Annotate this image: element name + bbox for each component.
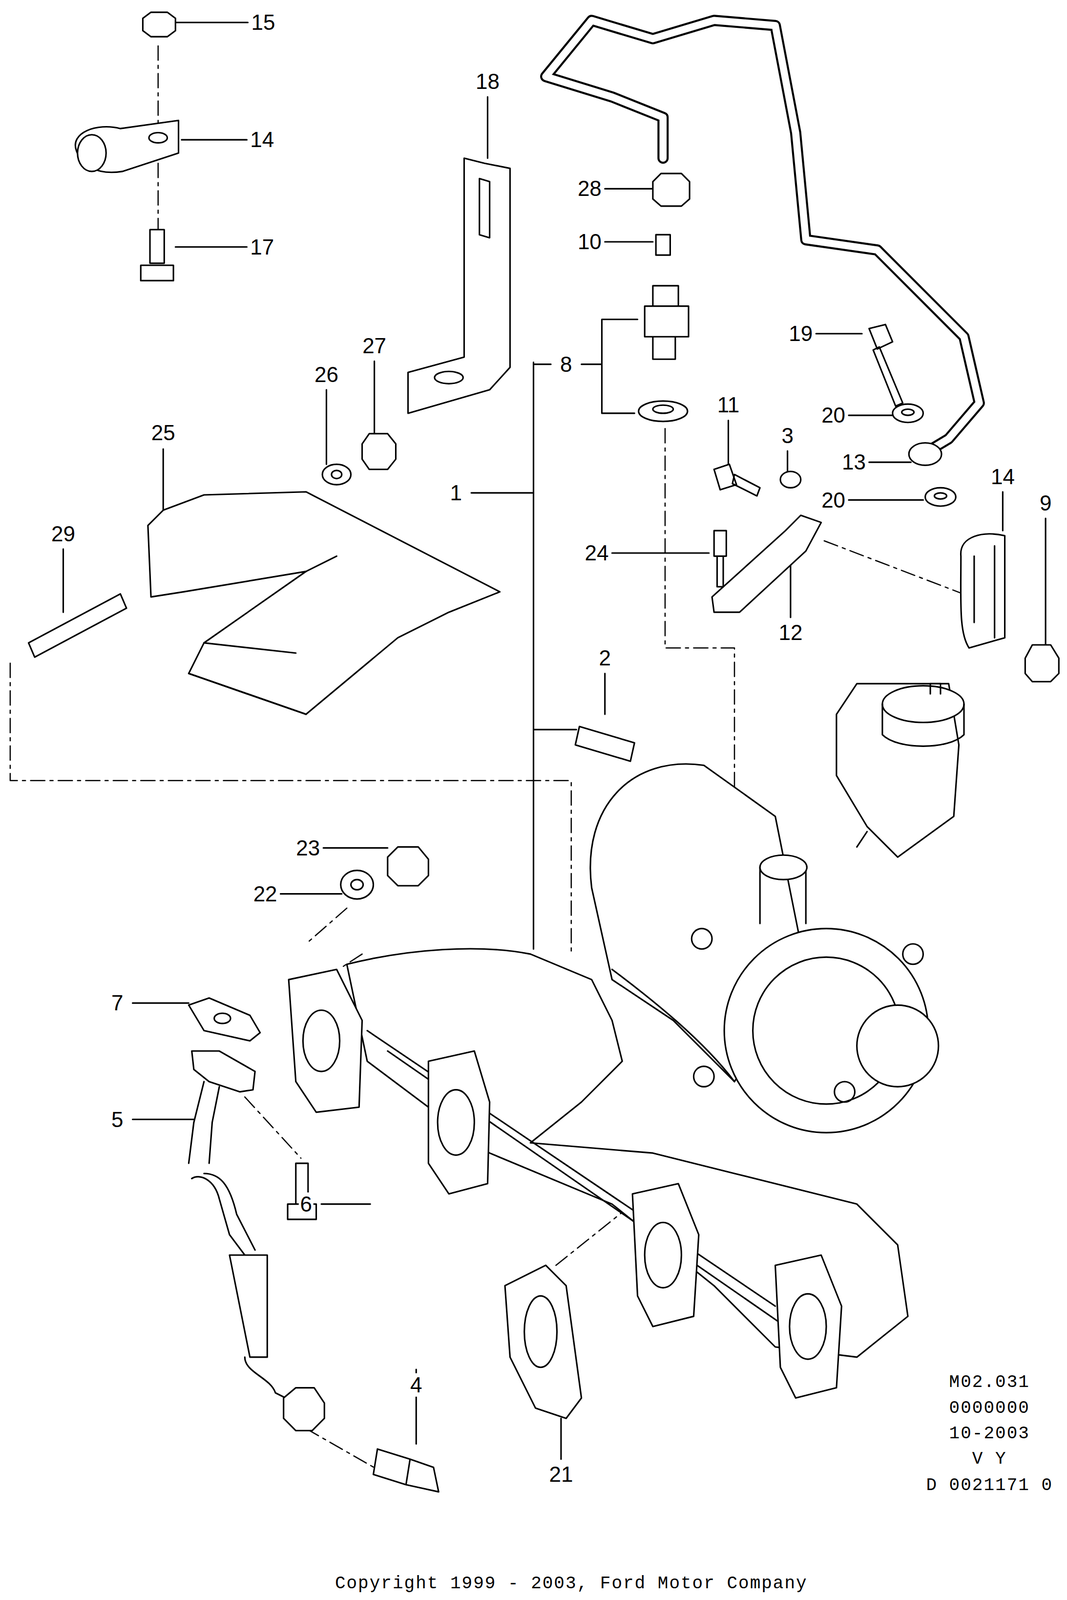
callout-number: 19 [787, 321, 815, 346]
drawing-code: M02.031 [947, 1372, 1032, 1393]
callout-number: 22 [251, 881, 279, 906]
callout-number: 20 [819, 487, 847, 512]
callout-number: 24 [583, 541, 611, 565]
callout-number: 9 [1038, 491, 1053, 515]
callout-number: 14 [989, 464, 1017, 488]
callout-number: 17 [248, 234, 276, 259]
callout-number: 11 [715, 393, 742, 417]
drawing-code: 0000000 [947, 1398, 1032, 1418]
drawing-code: V Y [970, 1448, 1009, 1469]
callout-number: 6 [298, 1192, 314, 1216]
callout-number: 15 [249, 10, 277, 35]
callout-number: 3 [779, 423, 795, 448]
callout-number: 29 [49, 521, 77, 545]
copyright-note: Copyright 1999 - 2003, Ford Motor Compan… [333, 1573, 810, 1593]
callout-number: 2 [597, 646, 612, 670]
callout-number: 10 [576, 230, 604, 254]
callout-number: 25 [149, 420, 177, 444]
callout-number: 8 [558, 352, 574, 377]
callout-number: 18 [474, 69, 502, 94]
callout-number: 21 [547, 1462, 575, 1486]
callout-number: 26 [313, 362, 340, 386]
drawing-code: 10-2003 [947, 1423, 1032, 1444]
callout-number: 13 [840, 450, 868, 474]
callout-number: 14 [248, 127, 276, 152]
callout-number: 23 [294, 836, 322, 860]
drawing-code: D 0021171 0 [924, 1475, 1055, 1496]
callout-number: 4 [408, 1372, 424, 1396]
callout-number: 1 [448, 481, 463, 505]
callout-number: 5 [109, 1107, 125, 1131]
callout-number: 28 [576, 176, 604, 201]
callout-number: 7 [109, 990, 125, 1015]
callout-number: 27 [360, 334, 388, 358]
callout-number: 20 [819, 403, 847, 427]
callout-number: 12 [776, 620, 804, 645]
